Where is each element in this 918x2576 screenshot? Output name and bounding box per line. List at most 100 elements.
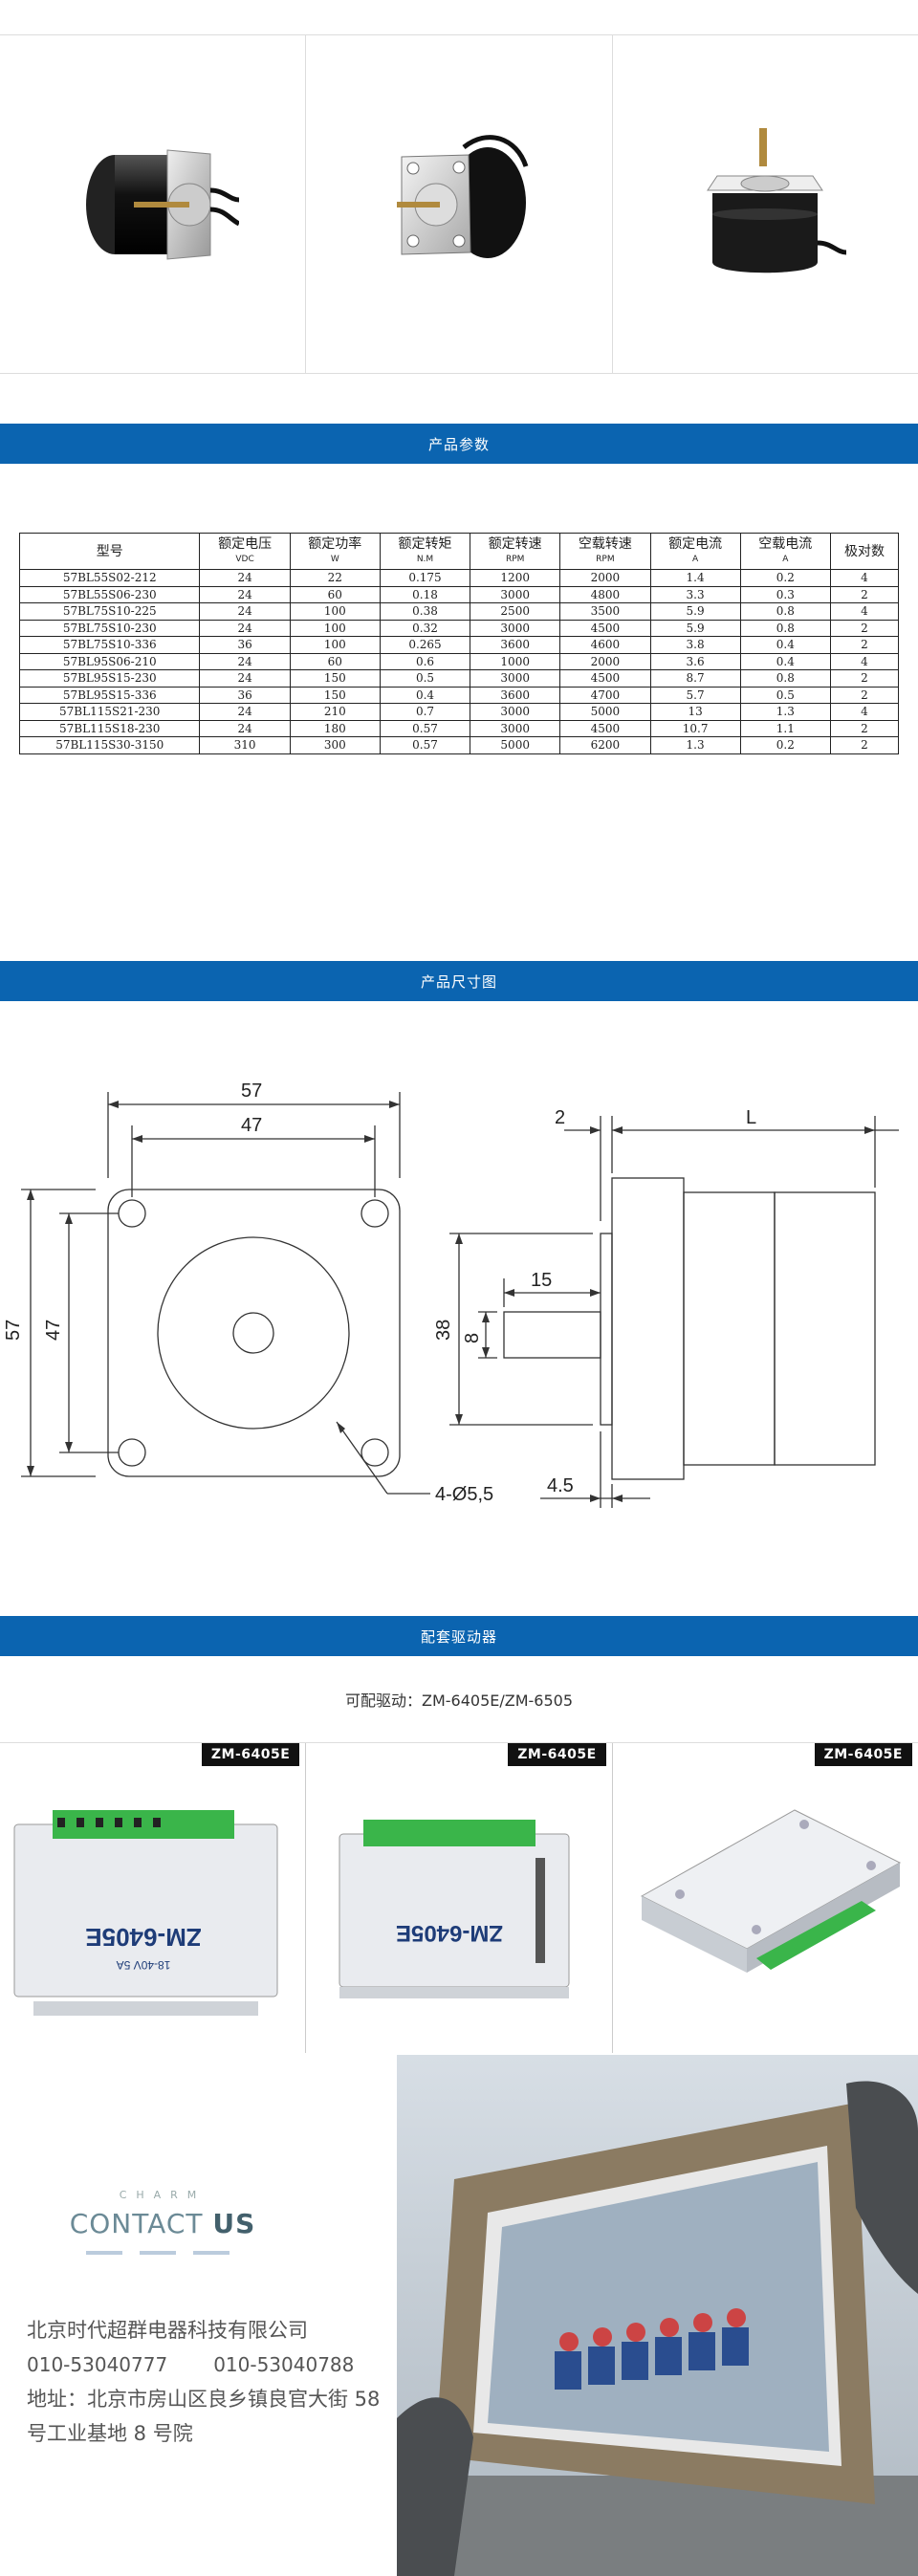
table-cell: 180 bbox=[289, 719, 381, 737]
table-cell: 0.7 bbox=[379, 703, 471, 721]
table-cell: 57BL115S21-230 bbox=[18, 703, 201, 721]
spec-header-cell: 极对数 bbox=[829, 533, 900, 570]
table-cell: 2 bbox=[829, 619, 900, 637]
phone-1: 010-53040777 bbox=[27, 2353, 168, 2376]
table-cell: 4500 bbox=[559, 669, 651, 688]
table-cell: 2500 bbox=[470, 602, 561, 621]
table-cell: 0.4 bbox=[739, 652, 831, 670]
dim-boss-dia: 38 bbox=[433, 1320, 454, 1341]
table-cell: 57BL115S30-3150 bbox=[18, 736, 201, 754]
table-cell: 3000 bbox=[470, 719, 561, 737]
table-cell: 24 bbox=[199, 652, 291, 670]
team-photo-illustration bbox=[397, 2055, 918, 2576]
contact-dashes bbox=[86, 2251, 230, 2255]
table-cell: 3600 bbox=[470, 636, 561, 654]
spec-header-label: 额定电流 bbox=[668, 535, 723, 552]
table-cell: 0.8 bbox=[739, 669, 831, 688]
spec-header-unit: VDC bbox=[235, 554, 254, 564]
table-cell: 5.7 bbox=[649, 686, 741, 704]
contact-section: CHARM CONTACT US 北京时代超群电器科技有限公司 010-5304… bbox=[0, 2055, 918, 2576]
table-cell: 24 bbox=[199, 602, 291, 621]
table-cell: 0.38 bbox=[379, 602, 471, 621]
table-cell: 24 bbox=[199, 585, 291, 603]
table-cell: 3000 bbox=[470, 669, 561, 688]
spec-header-unit: A bbox=[692, 554, 699, 564]
driver-caption: 可配驱动：ZM-6405E/ZM-6505 bbox=[344, 1692, 574, 1710]
table-cell: 3000 bbox=[470, 703, 561, 721]
driver-image-front: ZM-6405E 18-40V 5A bbox=[13, 1810, 278, 2016]
motor-photo-row bbox=[0, 34, 918, 374]
table-cell: 0.18 bbox=[379, 585, 471, 603]
company-address: 地址：北京市房山区良乡镇良官大街 58 号工业基地 8 号院 bbox=[27, 2388, 381, 2445]
team-photo bbox=[397, 2055, 918, 2576]
contact-info: CHARM CONTACT US 北京时代超群电器科技有限公司 010-5304… bbox=[0, 2055, 397, 2576]
table-cell: 13 bbox=[649, 703, 741, 721]
table-cell: 1.3 bbox=[649, 736, 741, 754]
table-cell: 2 bbox=[829, 669, 900, 688]
table-cell: 1.1 bbox=[739, 719, 831, 737]
table-cell: 2 bbox=[829, 585, 900, 603]
table-cell: 0.57 bbox=[379, 736, 471, 754]
driver-photo-3: ZM-6405E bbox=[613, 1743, 918, 2053]
table-cell: 36 bbox=[199, 636, 291, 654]
driver-spec-label: 18-40V 5A bbox=[117, 1958, 171, 1972]
table-cell: 3000 bbox=[470, 619, 561, 637]
table-cell: 150 bbox=[289, 686, 381, 704]
table-cell: 0.175 bbox=[379, 569, 471, 587]
table-cell: 100 bbox=[289, 636, 381, 654]
dim-outer-width: 57 bbox=[241, 1081, 262, 1102]
spec-header-label: 空载电流 bbox=[758, 535, 813, 552]
spec-header-label: 极对数 bbox=[843, 543, 885, 559]
spec-header-label: 额定功率 bbox=[308, 535, 362, 552]
driver-image-angle: ZM-6405E bbox=[339, 1820, 570, 1998]
table-cell: 24 bbox=[199, 703, 291, 721]
table-cell: 2000 bbox=[559, 569, 651, 587]
driver-tag: ZM-6405E bbox=[201, 1743, 300, 1766]
table-cell: 1200 bbox=[470, 569, 561, 587]
table-cell: 10.7 bbox=[649, 719, 741, 737]
driver-tag: ZM-6405E bbox=[814, 1743, 912, 1766]
table-cell: 1.4 bbox=[649, 569, 741, 587]
section-bar-drivers: 配套驱动器 bbox=[0, 1616, 918, 1656]
table-cell: 1000 bbox=[470, 652, 561, 670]
table-cell: 4 bbox=[829, 569, 900, 587]
table-cell: 57BL95S06-210 bbox=[18, 652, 201, 670]
table-cell: 4500 bbox=[559, 619, 651, 637]
table-cell: 0.5 bbox=[739, 686, 831, 704]
dim-holes: 4-Ø5,5 bbox=[435, 1484, 493, 1505]
table-cell: 57BL115S18-230 bbox=[18, 719, 201, 737]
table-cell: 24 bbox=[199, 719, 291, 737]
table-cell: 57BL75S10-230 bbox=[18, 619, 201, 637]
table-cell: 1.3 bbox=[739, 703, 831, 721]
motor-photo-1 bbox=[0, 35, 307, 373]
table-cell: 3.3 bbox=[649, 585, 741, 603]
table-cell: 36 bbox=[199, 686, 291, 704]
table-cell: 3.8 bbox=[649, 636, 741, 654]
driver-tag: ZM-6405E bbox=[508, 1743, 606, 1766]
table-cell: 0.5 bbox=[379, 669, 471, 688]
table-cell: 57BL55S02-212 bbox=[18, 569, 201, 587]
motor-image-top bbox=[707, 127, 847, 273]
table-cell: 0.265 bbox=[379, 636, 471, 654]
table-cell: 5000 bbox=[470, 736, 561, 754]
table-cell: 2 bbox=[829, 636, 900, 654]
spec-header-unit: RPM bbox=[505, 554, 525, 564]
driver-model-label: ZM-6405E bbox=[396, 1920, 503, 1946]
table-cell: 4 bbox=[829, 652, 900, 670]
table-cell: 0.32 bbox=[379, 619, 471, 637]
table-cell: 4600 bbox=[559, 636, 651, 654]
table-cell: 4800 bbox=[559, 585, 651, 603]
table-cell: 100 bbox=[289, 619, 381, 637]
